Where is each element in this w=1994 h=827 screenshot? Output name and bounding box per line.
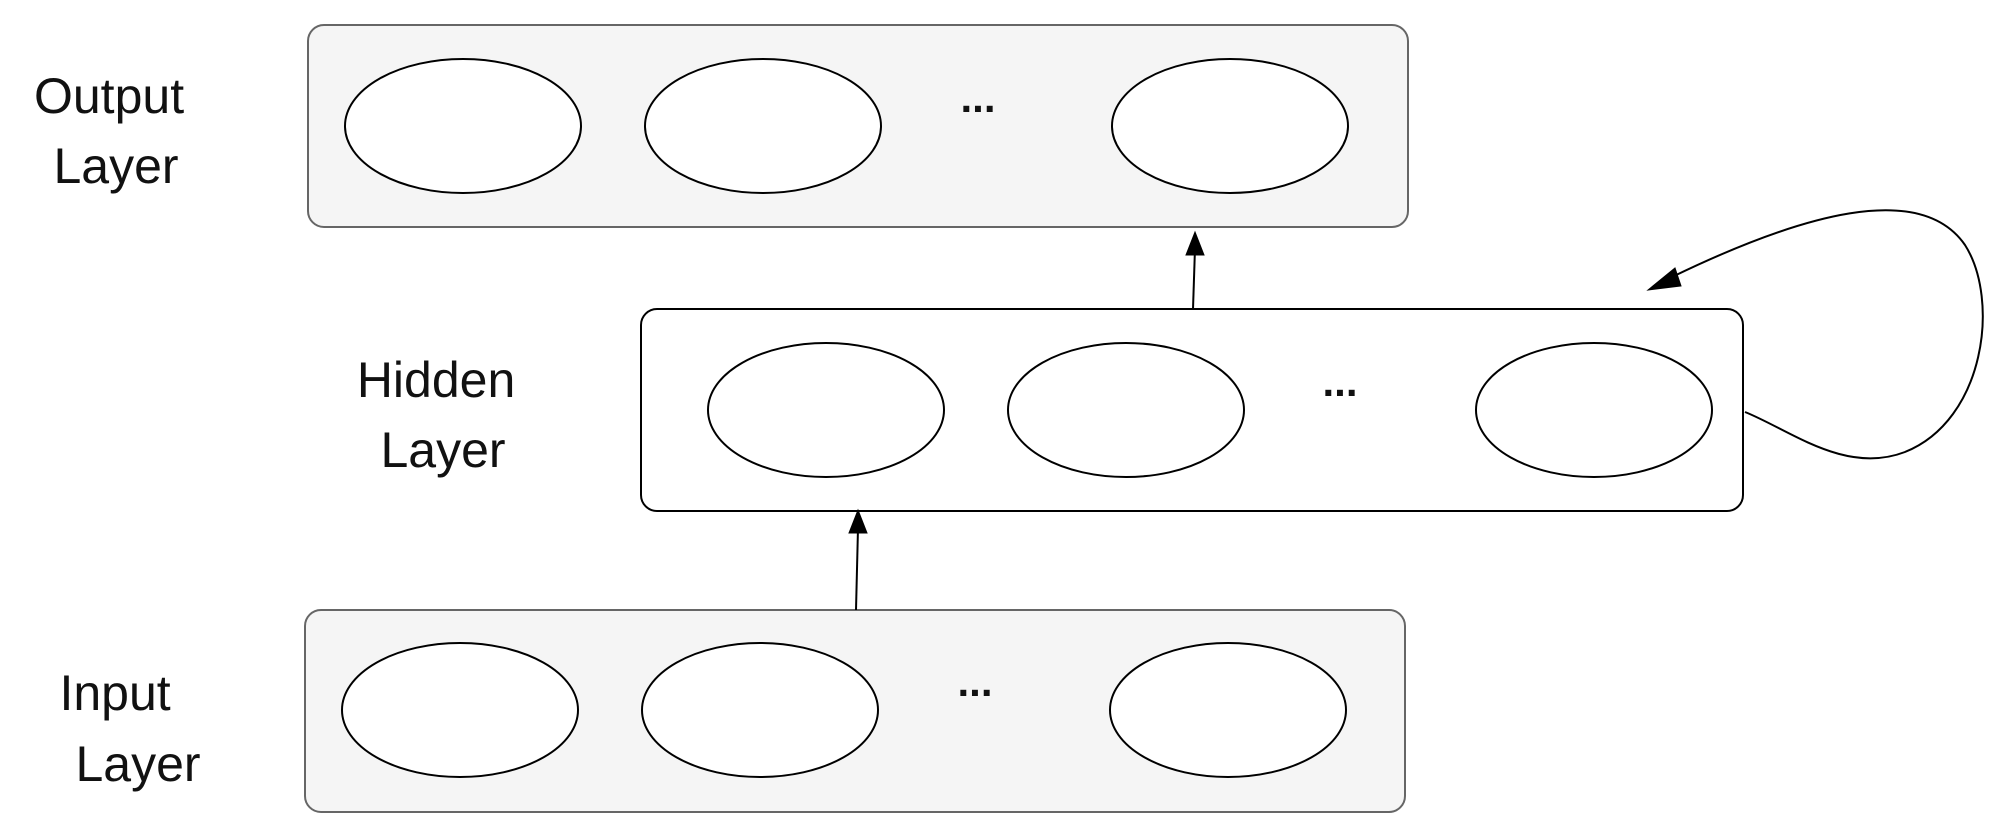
- output-layer-label-line2: Layer: [53, 138, 178, 194]
- hidden-node-1: [707, 342, 945, 478]
- input-layer-label-line2: Layer: [75, 736, 200, 792]
- hidden-layer-label-line1: Hidden: [357, 352, 515, 408]
- input-to-hidden-arrowhead: [848, 508, 868, 534]
- recurrent-loop-arrow: [1671, 209, 1984, 460]
- output-node-1: [344, 58, 582, 194]
- input-layer-label-line1: Input: [59, 665, 170, 721]
- hidden-node-3: [1475, 342, 1713, 478]
- output-node-3: [1111, 58, 1349, 194]
- hidden-node-2: [1007, 342, 1245, 478]
- recurrent-loop-arrowhead: [1646, 267, 1682, 291]
- input-ellipsis: ...: [957, 658, 992, 705]
- connectors: [848, 209, 1984, 611]
- input-node-3: [1109, 642, 1347, 778]
- output-node-2: [644, 58, 882, 194]
- output-layer: ... Output Layer: [34, 24, 1409, 228]
- hidden-layer-label: Hidden Layer: [357, 352, 529, 478]
- input-to-hidden-arrow: [855, 527, 859, 611]
- input-node-2: [641, 642, 879, 778]
- input-node-1: [341, 642, 579, 778]
- output-ellipsis: ...: [960, 74, 995, 121]
- output-layer-label: Output Layer: [34, 68, 198, 194]
- hidden-layer-label-line2: Layer: [380, 422, 505, 478]
- hidden-ellipsis: ...: [1322, 358, 1357, 405]
- output-layer-label-line1: Output: [34, 68, 184, 124]
- hidden-to-output-arrow: [1192, 247, 1196, 310]
- input-layer-label: Input Layer: [59, 665, 200, 792]
- input-layer: ... Input Layer: [59, 609, 1406, 813]
- hidden-to-output-arrowhead: [1185, 230, 1205, 256]
- hidden-layer: ... Hidden Layer: [357, 308, 1744, 512]
